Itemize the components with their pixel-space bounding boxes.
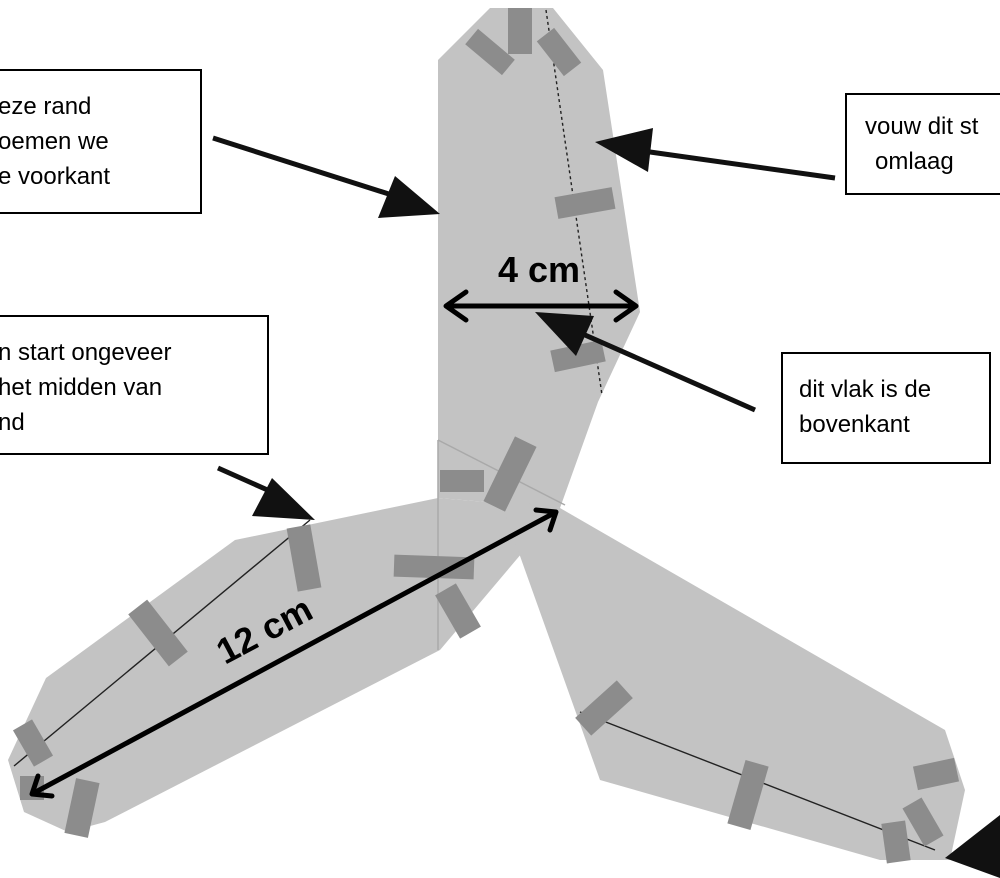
tape-strip [575,680,633,736]
length-arrowhead-left [29,773,55,799]
tape-strip [902,797,944,847]
length-arrowhead-right [533,507,559,533]
note-front-edge: eze rand oemen we e voorkant [0,69,202,214]
note-fold-strip: vouw dit st omlaag [845,93,1000,195]
width-dimension: 4 cm [443,249,639,323]
tape-strip [435,583,481,639]
tape-strips [12,8,960,864]
tape-strip [508,8,532,54]
tape-strip [286,524,322,592]
width-arrowhead-left [443,289,469,323]
note-top-face-line-1: dit vlak is de [799,376,932,403]
tape-strip [554,187,616,219]
tape-strip [536,27,582,77]
tape-strip [881,820,911,864]
note-fold-strip-line-1: vouw dit st [865,113,979,140]
note-top-face: dit vlak is de bovenkant [781,352,991,464]
tape-strip [64,778,100,838]
width-label: 4 cm [498,249,580,290]
tape-strip [727,759,769,831]
tape-strip [550,339,606,373]
right-arm [500,500,965,860]
note-front-edge-line-1: eze rand [0,93,92,120]
tape-strip [912,757,960,791]
note-top-face-line-2: bovenkant [799,411,910,438]
note-start-midpoint-line-2: het midden van [0,374,163,401]
arrow-top-face [535,312,757,413]
tape-strip [128,599,188,667]
arrow-tip-right [945,815,1000,878]
note-fold-strip-line-2: omlaag [875,148,954,175]
note-start-midpoint: n start ongeveer het midden van nd [0,315,269,455]
note-front-edge-line-3: e voorkant [0,163,111,190]
tape-strip [465,28,515,76]
arrow-fold-strip [595,128,836,181]
tape-strip [393,554,475,580]
note-front-edge-line-2: oemen we [0,128,109,155]
tape-strip [12,719,54,767]
length-dimension-line [30,509,558,797]
note-start-midpoint-line-3: nd [0,409,25,436]
arrow-start-midpoint [216,465,315,520]
tape-strip [483,436,537,512]
tape-strip [440,470,484,492]
arrow-front-edge [212,135,440,218]
width-arrowhead-right [613,289,639,323]
note-start-midpoint-line-1: n start ongeveer [0,339,172,366]
top-arm [438,8,640,508]
